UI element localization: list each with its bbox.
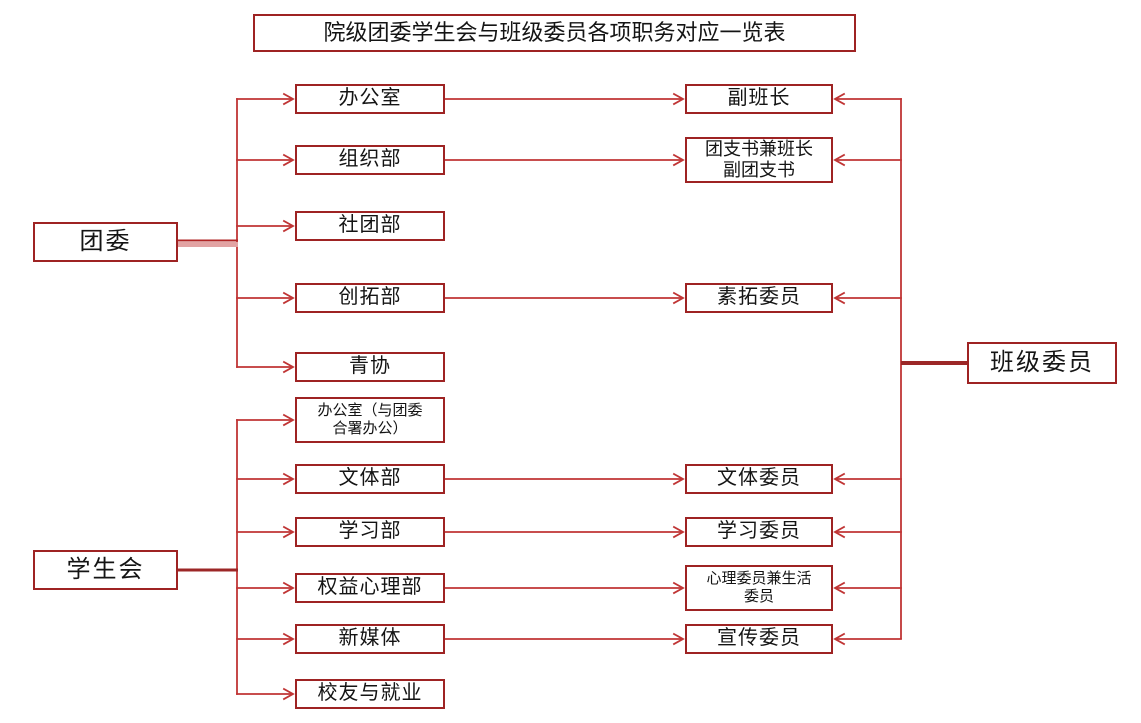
class-committee-box: 班级委员: [967, 342, 1117, 384]
role-culture-sports-box: 文体委员: [685, 464, 833, 494]
dept-youth-volunteers-box: 青协: [295, 352, 445, 382]
dept-organization-box: 组织部: [295, 145, 445, 175]
league-branch-arrows: [236, 92, 295, 374]
dept-clubs-box: 社团部: [295, 211, 445, 241]
league-to-spine-link: [178, 239, 238, 247]
dept-office-joint-line2: 合署办公）: [332, 420, 408, 437]
union-branch-arrows: [236, 413, 295, 701]
role-study-box: 学习委员: [685, 517, 833, 547]
league-committee-box: 团委: [33, 222, 178, 262]
role-league-secretary-line1: 团支书兼班长: [705, 138, 813, 159]
dept-to-role-arrows: [444, 92, 685, 646]
dept-office-joint-line1: 办公室（与团委: [317, 402, 423, 420]
dept-culture-sports-box: 文体部: [295, 464, 445, 494]
dept-office-joint-box: 办公室（与团委 合署办公）: [295, 397, 445, 443]
dept-study-box: 学习部: [295, 517, 445, 547]
role-league-secretary-line2: 副团支书: [723, 160, 795, 180]
dept-rights-psychology-box: 权益心理部: [295, 573, 445, 603]
diagram-title: 院级团委学生会与班级委员各项职务对应一览表: [253, 14, 856, 52]
role-deputy-monitor-box: 副班长: [685, 84, 833, 114]
dept-alumni-employment-box: 校友与就业: [295, 679, 445, 709]
dept-innovation-box: 创拓部: [295, 283, 445, 313]
role-league-secretary-monitor-box: 团支书兼班长 副团支书: [685, 137, 833, 183]
dept-new-media-box: 新媒体: [295, 624, 445, 654]
student-union-box: 学生会: [33, 550, 178, 590]
role-publicity-box: 宣传委员: [685, 624, 833, 654]
role-quality-development-box: 素拓委员: [685, 283, 833, 313]
role-psychology-life-box: 心理委员兼生活 委员: [685, 565, 833, 611]
role-psychology-life-line1: 心理委员兼生活: [706, 570, 812, 588]
spine-to-role-arrows: [833, 92, 902, 646]
role-psychology-life-line2: 委员: [743, 588, 774, 605]
dept-office-box: 办公室: [295, 84, 445, 114]
